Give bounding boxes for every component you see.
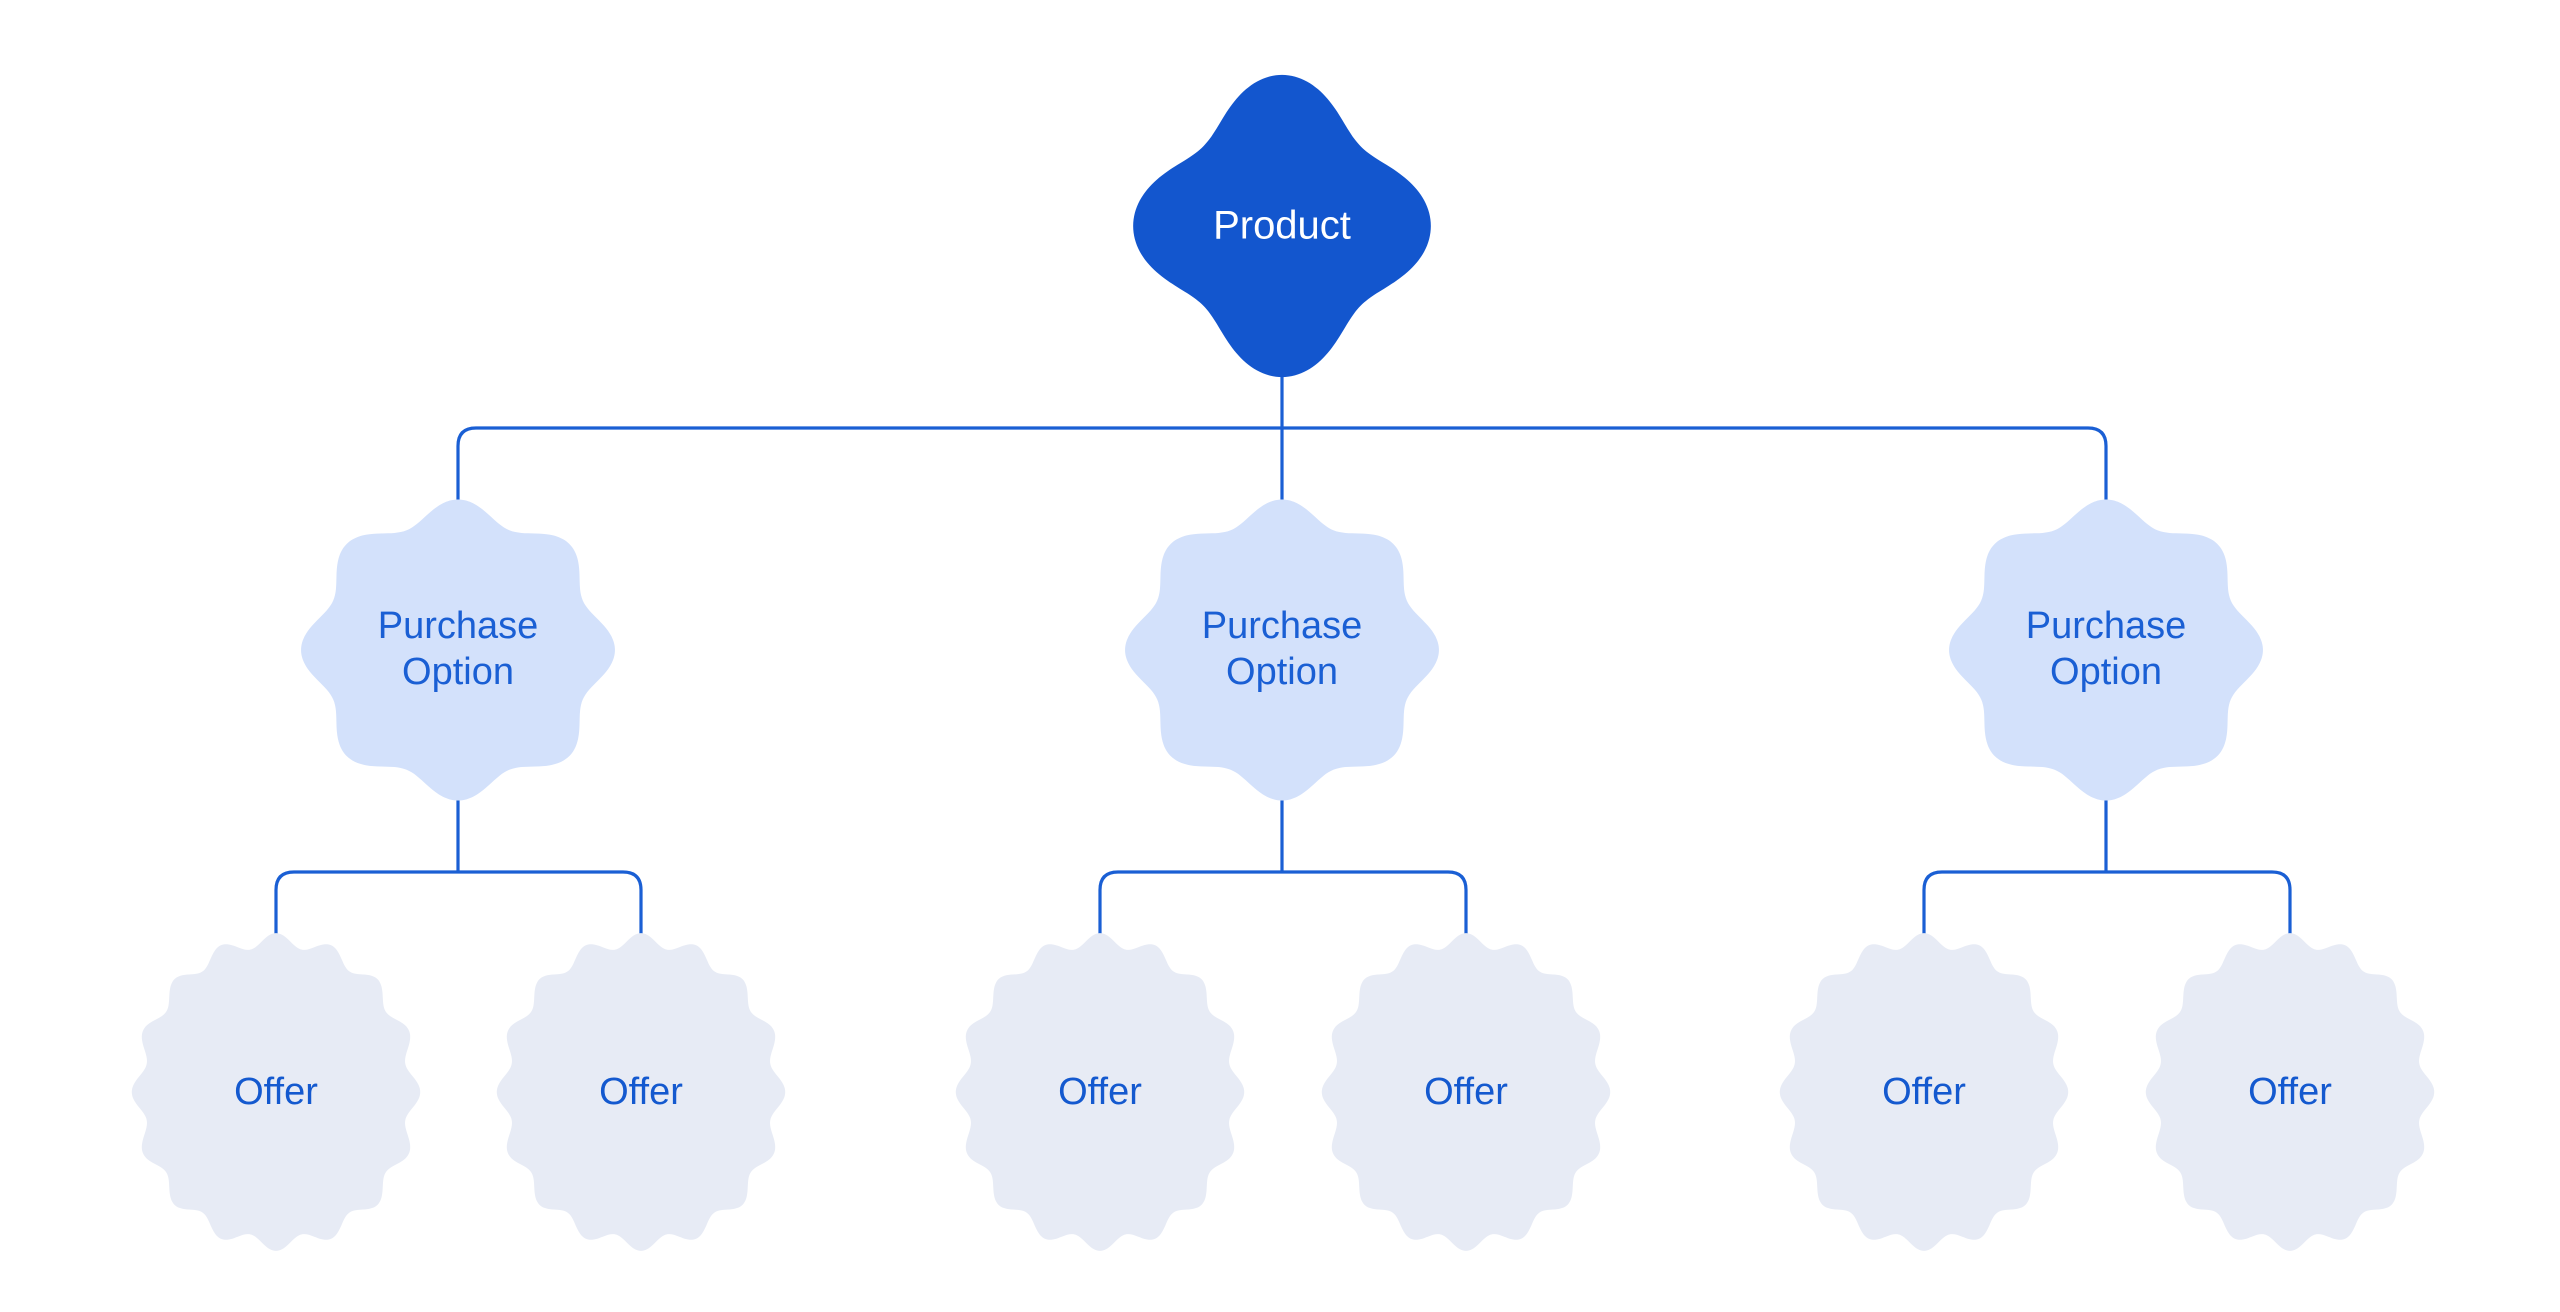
offer-blob-shape-icon xyxy=(496,933,786,1251)
purchase-option-blob-shape-icon xyxy=(1949,499,2263,801)
purchase-option-blob-shape-icon xyxy=(301,499,615,801)
connector-purchase-option-3-to-offers xyxy=(1922,788,2292,954)
offer-blob-shape-icon xyxy=(2145,933,2435,1251)
purchase-option-blob-shape-icon xyxy=(1125,499,1439,801)
node-offer-1[interactable]: Offer xyxy=(131,933,421,1251)
connector-product-to-purchase-options xyxy=(456,356,2108,514)
offer-blob-shape-icon xyxy=(1779,933,2069,1251)
node-offer-3[interactable]: Offer xyxy=(955,933,1245,1251)
offer-blob-shape-icon xyxy=(955,933,1245,1251)
connectors-layer xyxy=(274,356,2292,954)
connector-purchase-option-2-to-offers xyxy=(1098,788,1468,954)
offer-blob-shape-icon xyxy=(1321,933,1611,1251)
product-blob-shape-icon xyxy=(1133,74,1431,378)
node-offer-2[interactable]: Offer xyxy=(496,933,786,1251)
node-offer-6[interactable]: Offer xyxy=(2145,933,2435,1251)
node-product[interactable]: Product xyxy=(1133,74,1431,378)
offer-blob-shape-icon xyxy=(131,933,421,1251)
node-offer-4[interactable]: Offer xyxy=(1321,933,1611,1251)
node-offer-5[interactable]: Offer xyxy=(1779,933,2069,1251)
connector-purchase-option-1-to-offers xyxy=(274,788,643,954)
